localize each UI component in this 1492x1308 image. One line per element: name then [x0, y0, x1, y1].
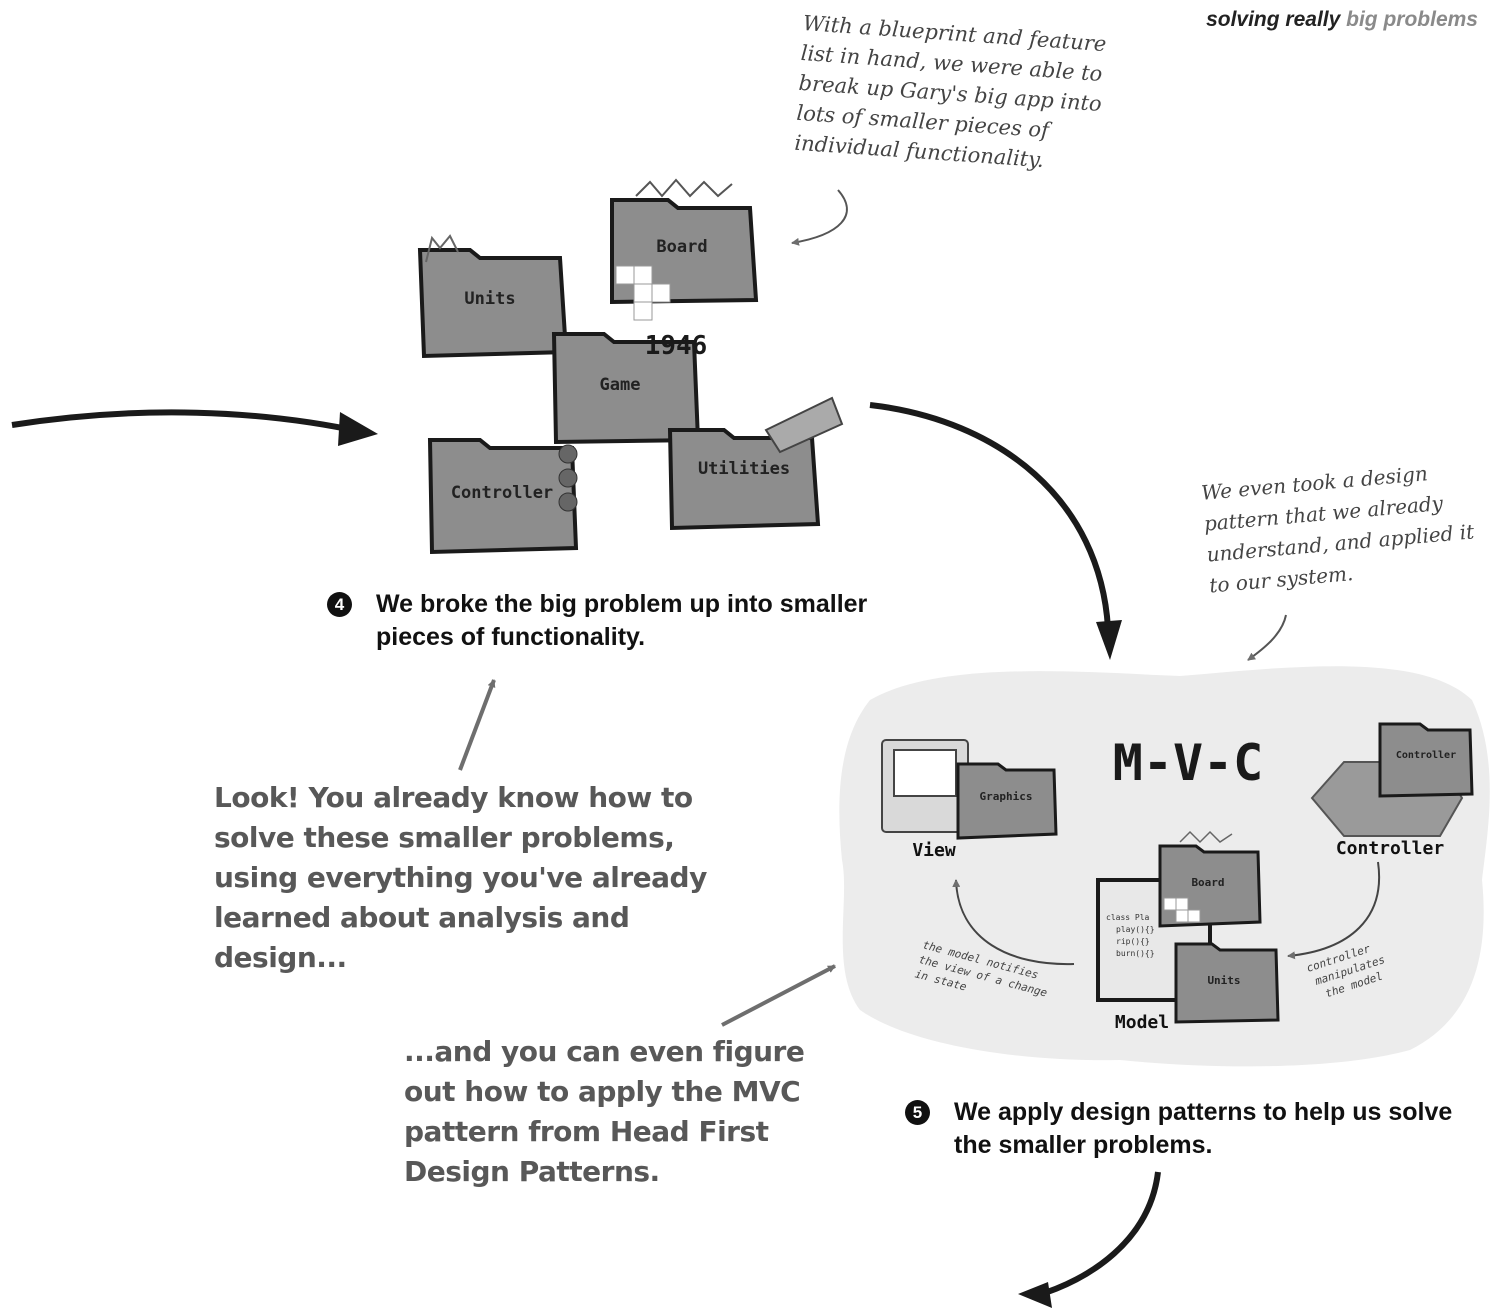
model-code-line: burn(){} [1116, 949, 1155, 958]
mvc-pattern-callout: ...and you can even figure out how to ap… [404, 1035, 805, 1188]
game-folder-label: Game [600, 375, 641, 395]
flow-arrow-in-head [338, 412, 378, 446]
model-code-line: rip(){} [1116, 937, 1150, 946]
model-to-view-arrow [952, 879, 1075, 966]
blueprint-pointer-arrow [791, 189, 848, 246]
pattern-pointer-arrow [1247, 614, 1287, 661]
header-suffix: big problems [1346, 8, 1478, 31]
step-5-number: 5 [905, 1100, 930, 1125]
board-folder-label: Board [656, 237, 707, 257]
flow-arrow-in [11, 409, 363, 435]
mvc-diagram: M-V-C Graphics View Controller Controlle… [839, 666, 1490, 1067]
utilities-folder: Utilities [667, 396, 844, 531]
controller-folder-label: Controller [451, 483, 553, 503]
view-component: Graphics View [881, 739, 1058, 861]
step-4-caption: 4 We broke the big problem up into small… [327, 588, 907, 654]
controller-mvc-folder-label: Controller [1396, 750, 1456, 761]
model-units-folder-label: Units [1207, 974, 1240, 987]
flow-arrow-to-mvc-head [1096, 620, 1122, 660]
running-header: solving really big problems [1206, 8, 1478, 32]
already-know-callout: Look! You already know how to solve thes… [214, 781, 707, 974]
header-prefix: solving really [1206, 8, 1341, 31]
model-board-folder-label: Board [1191, 876, 1224, 889]
view-label: View [912, 840, 956, 861]
flow-arrow-out [1034, 1171, 1161, 1299]
flow-arrow-to-mvc [869, 402, 1111, 629]
step-4-text: We broke the big problem up into smaller… [376, 590, 868, 651]
controller-folder: Controller [427, 438, 579, 555]
game-folder: 1946 Game [551, 331, 708, 445]
controller-to-model-arrow [1287, 861, 1381, 960]
model-component: class Pla play(){} rip(){} burn(){} Boar… [1096, 830, 1280, 1033]
flow-arrow-out-head [1018, 1282, 1052, 1308]
units-folder: Units [417, 234, 569, 359]
board-folder: Board [610, 178, 759, 321]
already-know-arrow [458, 679, 496, 771]
units-folder-label: Units [464, 289, 515, 309]
utilities-folder-label: Utilities [698, 459, 790, 479]
model-label: Model [1115, 1012, 1169, 1033]
blueprint-annotation: With a blueprint and feature list in han… [793, 10, 1108, 173]
step-5-caption: 5 We apply design patterns to help us so… [905, 1096, 1475, 1162]
design-pattern-annotation: We even took a design pattern that we al… [1200, 461, 1476, 598]
graphics-folder-label: Graphics [980, 790, 1033, 803]
controller-component: Controller Controller [1310, 722, 1474, 859]
controller-label: Controller [1336, 838, 1445, 859]
figure-out-arrow [721, 964, 836, 1027]
step-4-number: 4 [327, 592, 352, 617]
model-code-line: class Pla [1106, 913, 1150, 922]
mvc-title: M-V-C [1113, 734, 1264, 792]
app-title-1946: 1946 [645, 331, 708, 361]
step-5-text: We apply design patterns to help us solv… [954, 1098, 1453, 1159]
model-code-line: play(){} [1116, 925, 1155, 934]
